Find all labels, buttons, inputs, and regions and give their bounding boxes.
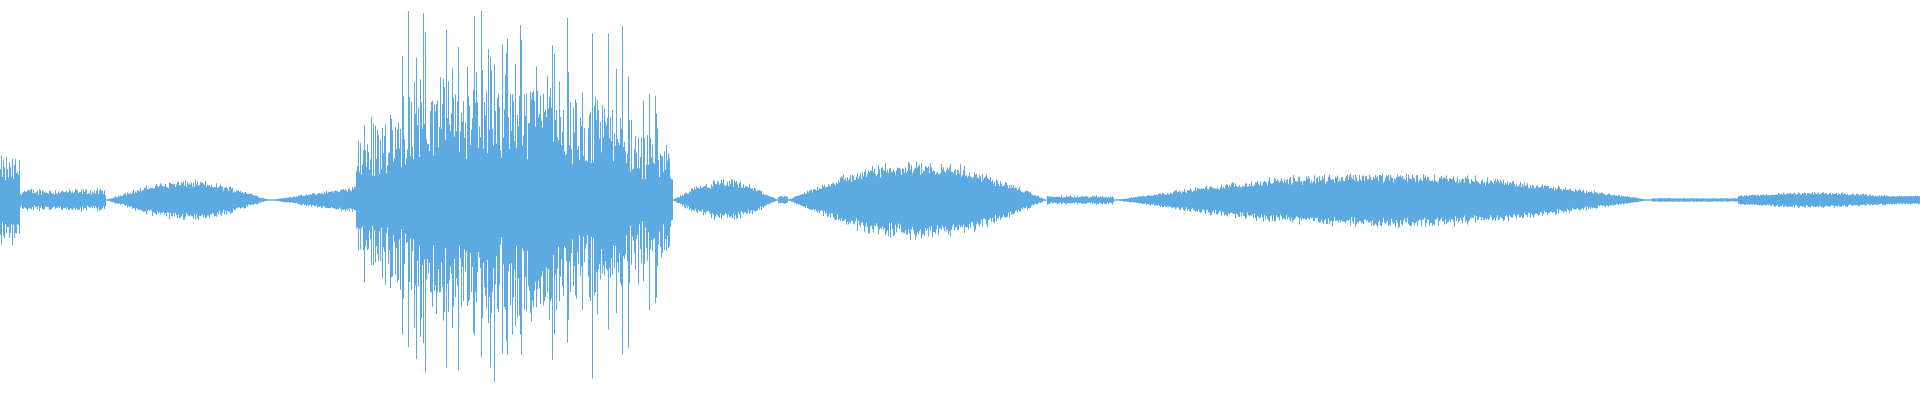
waveform-samples xyxy=(0,10,1920,383)
waveform-path xyxy=(0,10,1920,383)
